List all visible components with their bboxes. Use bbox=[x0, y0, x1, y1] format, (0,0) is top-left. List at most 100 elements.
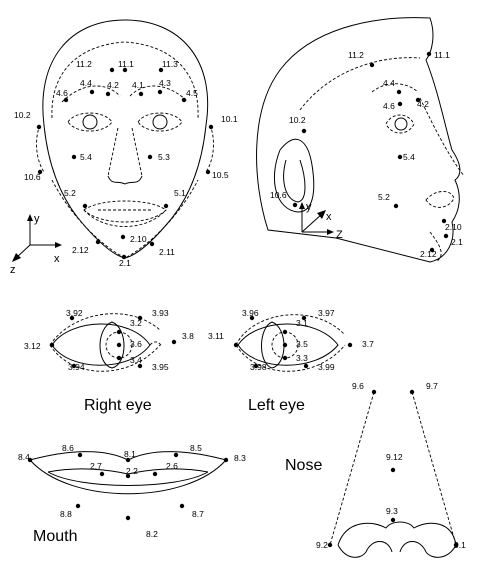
feature-point-left-eye bbox=[233, 342, 239, 348]
front-axis-z-label: z bbox=[10, 264, 16, 276]
feature-point-left-eye bbox=[282, 342, 288, 348]
front-axis-y-label: y bbox=[34, 213, 40, 225]
feature-point-label-profile: 10.2 bbox=[289, 115, 306, 125]
feature-point-nose bbox=[327, 542, 333, 548]
feature-point-front bbox=[89, 89, 95, 95]
feature-point-label-right-eye: 3.8 bbox=[182, 331, 194, 341]
profile-axis-y-label: y bbox=[306, 201, 312, 213]
feature-point-label-front: 5.1 bbox=[174, 188, 186, 198]
feature-point-label-nose: 9.2 bbox=[316, 540, 328, 550]
feature-point-front bbox=[163, 203, 169, 209]
feature-point-front bbox=[37, 169, 43, 175]
feature-point-label-nose: 9.12 bbox=[386, 452, 403, 462]
feature-point-left-eye bbox=[303, 363, 309, 369]
feature-point-left-eye bbox=[282, 329, 288, 335]
feature-point-label-left-eye: 3.7 bbox=[362, 339, 374, 349]
feature-point-mouth bbox=[152, 471, 158, 477]
feature-point-profile bbox=[429, 247, 435, 253]
feature-point-right-eye bbox=[49, 342, 55, 348]
feature-point-mouth bbox=[125, 515, 131, 521]
feature-point-label-front: 11.3 bbox=[162, 59, 178, 69]
feature-point-nose bbox=[371, 389, 377, 395]
feature-point-label-right-eye: 3.12 bbox=[24, 341, 41, 351]
feature-point-label-front: 11.1 bbox=[118, 59, 134, 69]
feature-point-label-right-eye: 3.94 bbox=[68, 362, 85, 372]
feature-point-label-left-eye: 3.3 bbox=[296, 353, 308, 363]
feature-point-profile bbox=[301, 128, 307, 134]
feature-point-nose bbox=[409, 389, 415, 395]
feature-point-mouth bbox=[77, 452, 83, 458]
feature-point-front bbox=[82, 203, 88, 209]
feature-point-profile bbox=[292, 202, 298, 208]
feature-point-mouth bbox=[179, 503, 185, 509]
feature-point-front bbox=[121, 254, 127, 260]
feature-point-label-profile: 4.2 bbox=[417, 99, 429, 109]
feature-point-label-nose: 9.7 bbox=[426, 381, 438, 391]
feature-point-profile bbox=[443, 233, 449, 239]
feature-point-label-mouth: 2.6 bbox=[166, 461, 178, 471]
feature-point-label-profile: 2.12 bbox=[420, 249, 437, 259]
feature-point-label-front: 4.1 bbox=[132, 80, 144, 90]
feature-point-nose bbox=[390, 517, 396, 523]
feature-point-mouth bbox=[75, 503, 81, 509]
feature-point-right-eye bbox=[116, 329, 122, 335]
feature-point-label-profile: 11.2 bbox=[348, 50, 364, 60]
feature-point-front bbox=[157, 89, 163, 95]
feature-point-mouth bbox=[173, 452, 179, 458]
feature-point-label-front: 5.3 bbox=[158, 152, 170, 162]
feature-point-label-front: 2.11 bbox=[159, 247, 175, 257]
feature-point-label-left-eye: 3.97 bbox=[318, 308, 335, 318]
feature-point-right-eye bbox=[69, 315, 75, 321]
feature-point-front bbox=[181, 97, 187, 103]
feature-point-mouth bbox=[99, 471, 105, 477]
feature-point-mouth bbox=[125, 473, 131, 479]
feature-point-label-mouth: 8.4 bbox=[18, 452, 30, 462]
front-face-view: y x z bbox=[10, 19, 214, 276]
feature-point-label-mouth: 8.1 bbox=[124, 449, 136, 459]
feature-point-front bbox=[149, 241, 155, 247]
feature-point-label-right-eye: 3.2 bbox=[130, 318, 142, 328]
feature-point-front bbox=[158, 67, 164, 73]
feature-point-label-mouth: 8.2 bbox=[146, 529, 158, 539]
feature-point-label-mouth: 2.7 bbox=[90, 461, 102, 471]
feature-point-front bbox=[122, 67, 128, 73]
feature-point-label-front: 4.2 bbox=[107, 80, 119, 90]
feature-point-label-front: 4.6 bbox=[56, 88, 68, 98]
feature-point-left-eye bbox=[301, 315, 307, 321]
feature-point-front bbox=[120, 234, 126, 240]
feature-point-label-mouth: 8.5 bbox=[190, 443, 202, 453]
feature-point-profile bbox=[415, 97, 421, 103]
caption-right-eye: Right eye bbox=[84, 397, 152, 414]
feature-point-label-nose: 9.1 bbox=[454, 540, 466, 550]
caption-left-eye: Left eye bbox=[248, 397, 305, 414]
feature-point-label-front: 2.1 bbox=[119, 258, 131, 268]
feature-point-label-front: 2.12 bbox=[72, 245, 89, 255]
feature-point-front bbox=[109, 67, 115, 73]
feature-point-label-right-eye: 3.93 bbox=[152, 308, 169, 318]
feature-point-label-right-eye: 3.4 bbox=[130, 355, 142, 365]
feature-point-front bbox=[105, 91, 111, 97]
feature-point-label-front: 10.1 bbox=[221, 114, 238, 124]
feature-point-profile bbox=[393, 203, 399, 209]
feature-point-label-profile: 5.2 bbox=[378, 192, 390, 202]
feature-point-right-eye bbox=[171, 339, 177, 345]
feature-point-label-profile: 2.10 bbox=[445, 222, 462, 232]
feature-point-left-eye bbox=[249, 315, 255, 321]
feature-point-front bbox=[138, 91, 144, 97]
feature-point-right-eye bbox=[116, 342, 122, 348]
feature-point-profile bbox=[397, 154, 403, 160]
feature-point-label-front: 2.10 bbox=[130, 234, 147, 244]
feature-point-label-left-eye: 3.99 bbox=[318, 362, 335, 372]
feature-point-label-right-eye: 3.6 bbox=[130, 339, 142, 349]
front-axis-x-label: x bbox=[54, 253, 60, 265]
feature-point-front bbox=[36, 124, 42, 130]
feature-point-label-front: 10.6 bbox=[24, 172, 41, 182]
feature-point-label-profile: 5.4 bbox=[403, 152, 415, 162]
feature-point-label-front: 4.4 bbox=[80, 78, 92, 88]
feature-point-profile bbox=[396, 89, 402, 95]
feature-point-label-right-eye: 3.95 bbox=[152, 362, 169, 372]
feature-point-right-eye bbox=[137, 315, 143, 321]
feature-point-label-mouth: 8.7 bbox=[192, 509, 204, 519]
